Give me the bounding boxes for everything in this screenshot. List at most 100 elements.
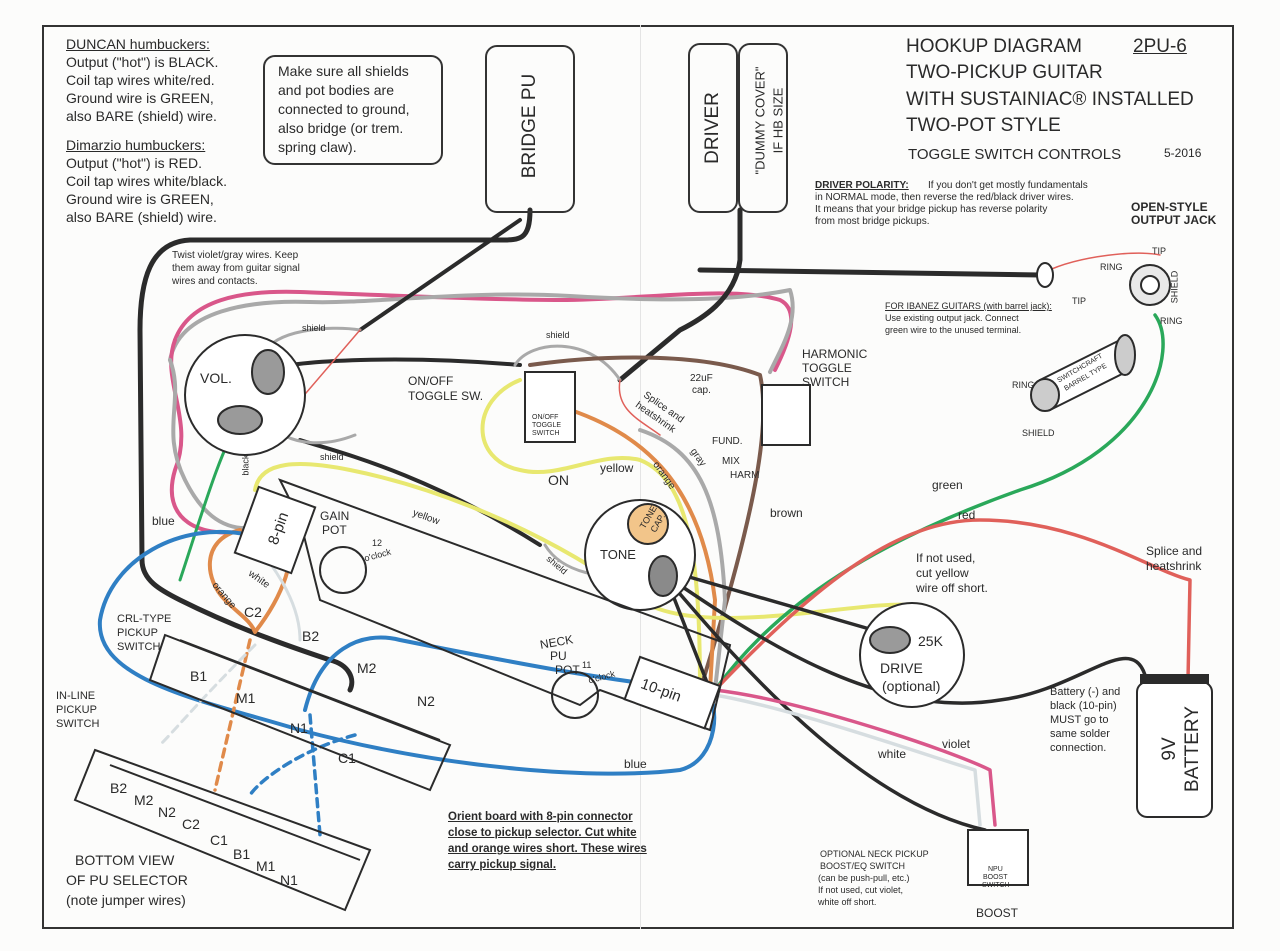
npu-note-line: BOOST/EQ SWITCH	[820, 861, 906, 871]
bottom-terminal: B1	[233, 846, 251, 862]
dummy-cover	[738, 43, 788, 213]
shield-note-line: connected to ground,	[278, 101, 410, 117]
barrel-jack-drawing	[1030, 334, 1136, 412]
driver-polarity-line: If you don't get mostly fundamentals	[928, 180, 1088, 191]
dummy-cover-label: IF HB SIZE	[770, 87, 786, 154]
wire-gray-left	[168, 358, 252, 531]
paper-fold-line	[640, 25, 641, 929]
dimarzio-heading: Dimarzio humbuckers:	[66, 137, 206, 153]
inline-switch-drawing	[73, 748, 372, 912]
ibanez-line: Use existing output jack. Connect	[885, 313, 1019, 323]
shield-note-box	[263, 55, 443, 165]
driver-polarity-line: from most bridge pickups.	[815, 216, 930, 227]
driver-polarity-line: in NORMAL mode, then reverse the red/bla…	[815, 192, 1074, 203]
wire-shield-toggle	[513, 344, 622, 382]
battery-note-line: black (10-pin)	[1050, 700, 1117, 712]
wire-orange-dashed	[213, 638, 252, 792]
battery-note-line: same solder	[1050, 728, 1110, 740]
wire-orange-toggle	[553, 403, 717, 692]
harmonic-toggle-body	[761, 384, 811, 446]
npu-note-line: white off short.	[818, 897, 877, 907]
wire-blue	[97, 529, 717, 776]
twist-note-line: Twist violet/gray wires. Keep	[172, 250, 299, 261]
bottom-terminal: N2	[158, 804, 176, 820]
jack-ring-label: RING	[1160, 316, 1183, 326]
neck-pot-knob	[551, 671, 599, 719]
terminal-m1: M1	[236, 690, 256, 706]
drive-pot-value: 25K	[918, 633, 943, 649]
wire-blue-dashed-a	[248, 733, 357, 797]
onoff-box-label: TOGGLE	[532, 422, 562, 429]
wire-violet-npu	[713, 688, 997, 827]
driver	[688, 43, 738, 213]
wire-red-thin-toggle	[618, 379, 661, 436]
wire-label-yellow: yellow	[600, 461, 634, 475]
jack-shield-label: SHIELD	[1169, 270, 1180, 304]
twist-note-line: them away from guitar signal	[172, 263, 300, 274]
gain-pot-label: POT	[322, 523, 347, 537]
bottom-view-label: BOTTOM VIEW	[75, 852, 175, 868]
duncan-line: also BARE (shield) wire.	[66, 108, 217, 124]
tone-cap-body	[627, 503, 669, 545]
ibanez-heading: FOR IBANEZ GUITARS (with barrel jack):	[885, 301, 1052, 311]
barrel-shield-label: SHIELD	[1022, 428, 1055, 438]
harmonic-toggle-label: TOGGLE	[802, 361, 852, 375]
wire-violet-twisted	[173, 289, 794, 372]
battery-label: BATTERY	[1182, 706, 1203, 792]
jack-ring-label: RING	[1100, 262, 1123, 272]
drive-not-used-note: cut yellow	[916, 566, 969, 580]
battery-label: 9V	[1159, 737, 1180, 761]
subtitle: TOGGLE SWITCH CONTROLS	[908, 146, 1122, 163]
wire-label-brown: brown	[770, 506, 803, 520]
output-jack-label: OPEN-STYLE	[1131, 200, 1208, 214]
dimarzio-line: Ground wire is GREEN,	[66, 191, 214, 207]
drive-pot-solder	[869, 626, 911, 654]
jack-tip-label: TIP	[1072, 296, 1087, 306]
vol-pot-body	[184, 334, 306, 456]
harmonic-toggle-label: HARMONIC	[802, 347, 868, 361]
dimarzio-line: Output ("hot") is RED.	[66, 155, 202, 171]
wire-label-green: green	[932, 478, 963, 492]
duncan-heading: DUNCAN humbuckers:	[66, 36, 210, 52]
wire-label-violet: violet	[942, 737, 971, 751]
title-line: HOOKUP DIAGRAM	[906, 36, 1082, 57]
wire-output-jack-cable	[697, 267, 1043, 278]
terminal-b1: B1	[190, 668, 208, 684]
neck-pot-label: POT	[555, 663, 580, 677]
crl-switch-drawing	[148, 633, 452, 792]
drive-pot-label: DRIVE	[880, 660, 923, 676]
wire-label-blue: blue	[624, 757, 647, 771]
terminal-c1: C1	[338, 750, 356, 766]
battery-note-line: connection.	[1050, 742, 1107, 754]
dummy-cover-label: "DUMMY COVER"	[752, 66, 768, 175]
npu-box-label: BOOST	[983, 874, 1008, 881]
dimarzio-line: also BARE (shield) wire.	[66, 209, 217, 225]
harmonic-toggle-label: SWITCH	[802, 375, 850, 389]
diagram-border	[42, 25, 1234, 929]
bottom-terminal: B2	[110, 780, 128, 796]
wire-gray-long	[638, 428, 727, 692]
wire-white-dashed	[158, 643, 257, 747]
driver-label: DRIVER	[702, 92, 723, 164]
inline-switch-label: PICKUP	[56, 704, 97, 716]
wire-label-blue: blue	[152, 514, 175, 528]
wire-black-drive	[663, 568, 882, 634]
wire-brown	[528, 355, 766, 692]
twist-note-line: wires and contacts.	[172, 276, 258, 287]
bottom-view-label: OF PU SELECTOR	[66, 872, 188, 888]
crl-switch-label: PICKUP	[117, 627, 158, 639]
ibanez-line: green wire to the unused terminal.	[885, 325, 1022, 335]
wire-black-bridge-shield	[358, 218, 522, 332]
wire-label-white: white	[878, 747, 907, 761]
gain-pot-setting: 12	[372, 538, 383, 548]
wire-label-shield: shield	[302, 323, 326, 333]
bottom-terminal: N1	[280, 872, 298, 888]
onoff-toggle-label: ON/OFF	[408, 374, 454, 388]
cap-22uf-label: 22uF	[690, 373, 713, 384]
wire-gray-twisted	[168, 288, 795, 374]
shield-note-line: also bridge (or trem.	[278, 120, 404, 136]
vol-pot-label: VOL.	[200, 370, 232, 386]
vol-pot-solder-a	[251, 349, 285, 395]
inline-switch-label: IN-LINE	[56, 690, 96, 702]
